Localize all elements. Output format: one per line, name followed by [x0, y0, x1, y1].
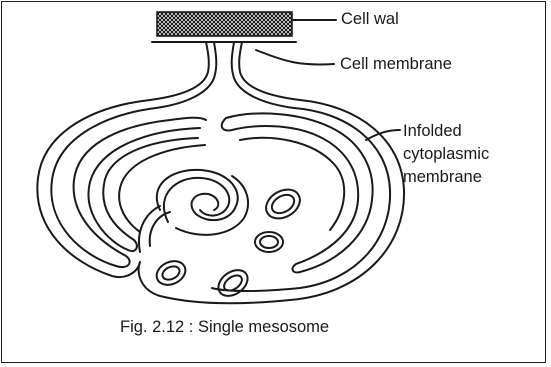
- label-cell-membrane: Cell membrane: [340, 53, 452, 75]
- right-fold-3: [240, 138, 344, 230]
- left-fold-1: [51, 108, 206, 267]
- label-cell-wall: Cell wal: [341, 8, 399, 30]
- vesicle-3-inner: [160, 264, 181, 282]
- vesicle-1: [261, 184, 305, 225]
- label-infolded-line1: Infolded: [403, 120, 462, 142]
- stalk-right: [239, 42, 300, 100]
- stalk-left: [150, 42, 209, 100]
- left-fold-3: [119, 145, 205, 232]
- vesicle-3: [153, 257, 189, 290]
- mesosome-outer-wall: [37, 100, 404, 303]
- left-fold-2: [89, 128, 200, 251]
- label-infolded-line2: cytoplasmic: [403, 143, 489, 165]
- cell-wall-block: [157, 12, 292, 36]
- leader-cell-membrane: [256, 50, 334, 64]
- figure-caption: Fig. 2.12 : Single mesosome: [120, 318, 329, 337]
- central-swirl-tail: [139, 206, 170, 252]
- vesicle-2-inner: [260, 236, 278, 248]
- label-infolded-line3: membrane: [403, 166, 482, 188]
- vesicle-4: [214, 265, 253, 301]
- central-swirl: [157, 170, 248, 235]
